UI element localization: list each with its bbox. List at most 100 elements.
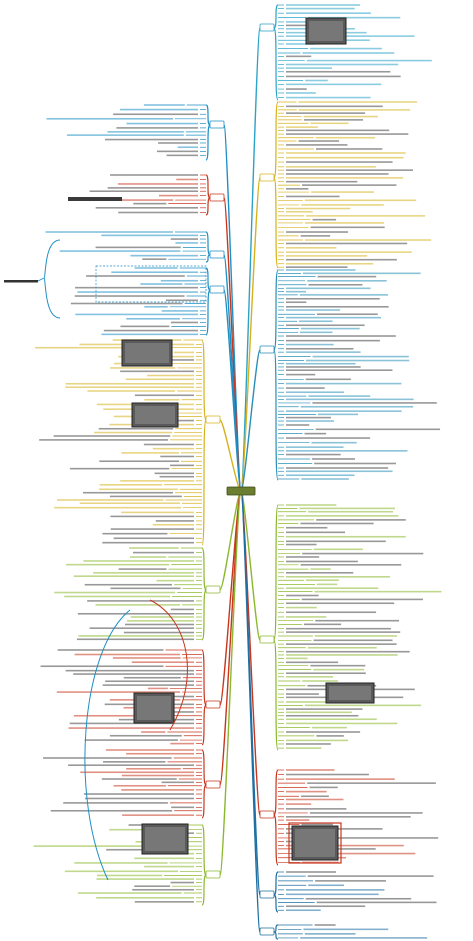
l5-sub-label[interactable]: [87, 390, 176, 392]
r5-sub-label[interactable]: [286, 778, 395, 780]
l6-sub-label[interactable]: [54, 591, 176, 594]
r3-sub-label[interactable]: [308, 395, 371, 397]
r3-sub-label[interactable]: [317, 413, 359, 416]
l8-sub-label[interactable]: [113, 784, 166, 787]
r6-sub-label[interactable]: [316, 901, 437, 904]
l8-sub-label[interactable]: [126, 752, 194, 755]
r3-sub-label[interactable]: [286, 362, 356, 365]
l7-sub-label[interactable]: [57, 649, 164, 651]
r3-sub-label[interactable]: [312, 402, 437, 404]
l8-sub-label[interactable]: [161, 781, 194, 784]
l4-sub-label[interactable]: [144, 305, 168, 308]
r2-sub-label[interactable]: [286, 166, 376, 168]
r4-sub-label[interactable]: [286, 661, 339, 664]
r4-sub-label[interactable]: [286, 587, 379, 590]
r5-sub-label[interactable]: [309, 812, 423, 814]
r1-sub-label[interactable]: [310, 47, 382, 50]
l5-sub-label[interactable]: [110, 528, 194, 530]
r4-sub-label[interactable]: [286, 708, 363, 710]
r4-sub-label[interactable]: [316, 519, 406, 521]
l5-sub-label[interactable]: [173, 351, 194, 354]
r4-sub-label[interactable]: [286, 714, 359, 717]
r2-sub-label[interactable]: [310, 122, 349, 125]
r3-sub-label[interactable]: [286, 297, 380, 300]
l2-sub-label[interactable]: [95, 207, 198, 209]
l7-sub-label[interactable]: [68, 727, 194, 729]
r1-sub-label[interactable]: [286, 96, 371, 99]
l1-sub-label[interactable]: [113, 113, 198, 116]
r4-sub-label[interactable]: [286, 515, 399, 517]
l4-sub-label[interactable]: [120, 325, 170, 328]
l1-sub-label[interactable]: [107, 131, 184, 133]
r4-sub-label[interactable]: [300, 564, 402, 566]
r1-sub-label[interactable]: [286, 83, 382, 86]
r3-sub-label[interactable]: [286, 347, 354, 350]
l6-sub-label[interactable]: [89, 627, 194, 629]
r4-sub-label[interactable]: [286, 602, 395, 605]
l4-sub-label[interactable]: [74, 295, 185, 297]
r3-sub-label[interactable]: [317, 275, 377, 278]
r5-sub-label[interactable]: [286, 816, 411, 818]
l2-topic[interactable]: [209, 193, 225, 202]
l5-sub-label[interactable]: [120, 480, 194, 482]
l2-sub-label[interactable]: [72, 199, 174, 201]
r3-sub-label[interactable]: [286, 301, 307, 304]
r1-sub-label[interactable]: [286, 70, 391, 73]
r6-sub-label[interactable]: [305, 897, 412, 900]
r4-sub-label[interactable]: [286, 543, 317, 546]
r2-sub-label[interactable]: [300, 235, 331, 237]
l4-sub-label[interactable]: [140, 283, 183, 285]
r6-sub-label[interactable]: [286, 909, 321, 912]
r2-sub-label[interactable]: [304, 199, 417, 202]
l9-sub-label[interactable]: [96, 878, 194, 880]
l6-sub-label[interactable]: [66, 563, 170, 566]
l7-sub-label[interactable]: [105, 680, 194, 683]
r4-topic[interactable]: [259, 635, 275, 644]
r4-sub-label[interactable]: [286, 722, 398, 725]
r3-sub-label[interactable]: [299, 320, 333, 323]
r4-sub-label[interactable]: [310, 664, 366, 667]
r2-sub-label[interactable]: [286, 152, 406, 154]
r2-sub-label[interactable]: [286, 242, 408, 245]
r2-sub-label[interactable]: [310, 226, 385, 229]
r5-sub-label[interactable]: [309, 786, 338, 789]
l5-sub-label[interactable]: [79, 502, 181, 505]
r3-sub-label[interactable]: [286, 424, 310, 426]
l7-sub-label[interactable]: [84, 739, 178, 741]
l5-sub-label[interactable]: [83, 491, 174, 494]
l1-sub-label[interactable]: [119, 108, 198, 111]
r4-sub-label[interactable]: [314, 635, 398, 637]
r4-sub-label[interactable]: [286, 672, 366, 675]
r3-sub-label[interactable]: [311, 441, 357, 444]
l6-sub-label[interactable]: [87, 600, 194, 602]
l4-sub-label[interactable]: [111, 271, 198, 274]
r4-sub-label[interactable]: [286, 693, 319, 695]
r2-sub-label[interactable]: [304, 222, 384, 224]
r3-sub-label[interactable]: [315, 428, 441, 431]
l7-sub-label[interactable]: [112, 657, 181, 659]
r3-sub-label[interactable]: [286, 269, 356, 271]
l3-sub-label[interactable]: [130, 254, 198, 257]
r2-sub-label[interactable]: [303, 119, 364, 121]
r5-sub-label[interactable]: [286, 808, 347, 810]
l1-sub-label[interactable]: [126, 122, 198, 125]
r4-sub-label[interactable]: [286, 731, 361, 733]
r5-topic[interactable]: [259, 810, 275, 819]
r4-sub-label[interactable]: [310, 568, 331, 570]
r4-sub-label[interactable]: [313, 639, 393, 642]
r3-sub-label[interactable]: [308, 283, 363, 286]
r3-sub-label[interactable]: [299, 294, 388, 296]
l5-sub-label[interactable]: [121, 511, 194, 514]
l4-sub-label[interactable]: [101, 333, 198, 336]
l5-sub-label[interactable]: [134, 394, 194, 397]
r5-sub-label[interactable]: [309, 848, 376, 850]
r3-sub-label[interactable]: [300, 331, 333, 334]
l7-sub-label[interactable]: [40, 665, 164, 668]
r4-sub-label[interactable]: [286, 571, 354, 574]
central-topic[interactable]: [226, 486, 256, 496]
l5-sub-label[interactable]: [152, 523, 194, 526]
r3-sub-label[interactable]: [286, 343, 334, 346]
r3-sub-label[interactable]: [305, 359, 410, 362]
l8-sub-label[interactable]: [122, 814, 194, 816]
l5-sub-label[interactable]: [160, 455, 194, 458]
